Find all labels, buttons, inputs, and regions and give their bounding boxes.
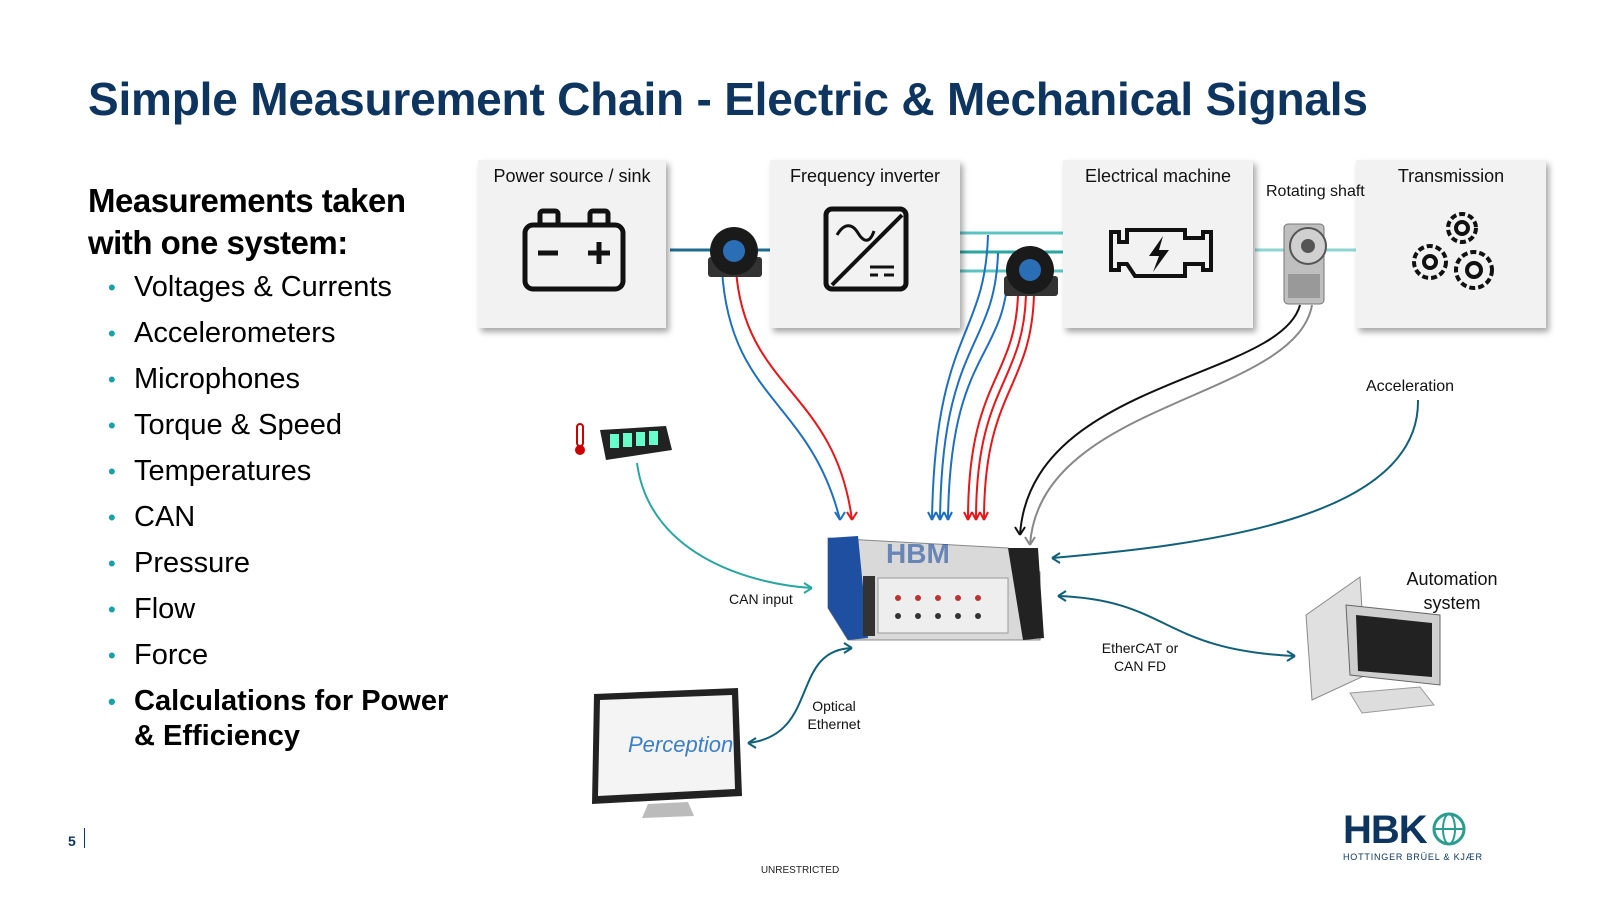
- electrical-machine-label: Electrical machine: [1084, 166, 1232, 186]
- measurements-heading: Measurements taken with one system:: [88, 182, 406, 261]
- current-sensor-2: [1004, 246, 1058, 296]
- transmission-box: Transmission: [1356, 160, 1546, 328]
- hbk-logo-subtitle: HOTTINGER BRÜEL & KJÆR: [1343, 852, 1483, 862]
- daq-chassis: [827, 536, 1044, 641]
- gears-icon: [1412, 212, 1494, 290]
- list-item: Pressure: [108, 546, 454, 581]
- frequency-inverter-box: Frequency inverter: [770, 160, 960, 328]
- list-item: Voltages & Currents: [108, 270, 454, 305]
- monitor-frame: [592, 688, 742, 818]
- list-item: Temperatures: [108, 454, 454, 489]
- list-item: Torque & Speed: [108, 408, 454, 443]
- globe-icon: [1432, 812, 1466, 846]
- ethercat-label: EtherCAT or CAN FD: [1101, 640, 1179, 674]
- hbk-logo: HBK: [1343, 808, 1467, 853]
- power-source-box: Power source / sink: [478, 160, 666, 328]
- page-title: Simple Measurement Chain - Electric & Me…: [88, 73, 1368, 125]
- thermometer-icon: [575, 423, 585, 455]
- automation-system-label: Automation system: [1406, 569, 1498, 613]
- list-item: CAN: [108, 500, 454, 535]
- hbm-data-acquisition-device: HBM: [808, 528, 1048, 653]
- current-sensor-1: [708, 227, 762, 277]
- optical-ethernet-label: Optical Ethernet: [807, 698, 861, 732]
- list-item: Accelerometers: [108, 316, 454, 351]
- list-item: Microphones: [108, 362, 454, 397]
- electrical-machine-box: Electrical machine: [1063, 160, 1253, 328]
- page-number: 5: [68, 833, 76, 849]
- power-source-label: Power source / sink: [493, 166, 651, 186]
- temperature-module: [600, 426, 672, 460]
- list-item-highlight: Calculations for Power & Efficiency: [108, 684, 454, 754]
- list-item: Force: [108, 638, 454, 673]
- page-divider: [84, 828, 85, 848]
- engine-icon: [1109, 228, 1213, 278]
- classification-label: UNRESTRICTED: [760, 865, 840, 876]
- perception-monitor: Perception: [588, 686, 748, 826]
- device-brand-label: HBM: [886, 538, 950, 569]
- transmission-label: Transmission: [1397, 166, 1505, 186]
- computer-icon: [1305, 576, 1441, 714]
- inverter-icon: [823, 206, 909, 292]
- frequency-inverter-label: Frequency inverter: [789, 166, 941, 186]
- torque-sensor: [1283, 223, 1327, 305]
- list-item: Flow: [108, 592, 454, 627]
- hbk-logo-text: HBK: [1343, 808, 1428, 852]
- acceleration-label: Acceleration: [1366, 378, 1455, 395]
- battery-icon: [522, 208, 626, 292]
- can-input-label: CAN input: [729, 591, 793, 607]
- rotating-shaft-label: Rotating shaft: [1266, 183, 1365, 200]
- measurement-list: Voltages & Currents Accelerometers Micro…: [108, 270, 454, 765]
- perception-logo-text: Perception: [628, 732, 734, 757]
